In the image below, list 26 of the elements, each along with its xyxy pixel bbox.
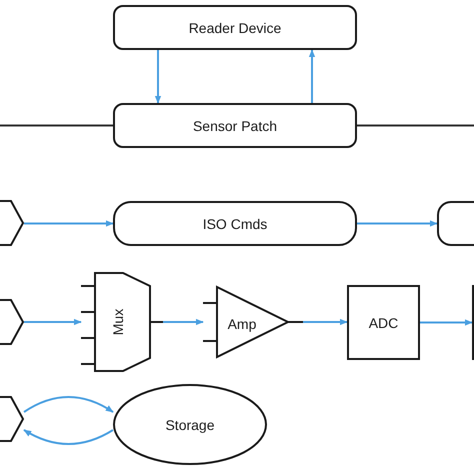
node-label: Amp bbox=[228, 316, 256, 332]
node-label: Mux bbox=[110, 308, 126, 336]
arrow bbox=[24, 318, 82, 326]
rounded-box bbox=[113, 103, 357, 148]
curved-arrow bbox=[23, 429, 114, 445]
arrow bbox=[154, 50, 162, 104]
rounded-box bbox=[113, 201, 357, 246]
connector-line bbox=[357, 124, 474, 126]
node-label: Storage bbox=[165, 416, 215, 432]
arrow bbox=[357, 220, 438, 227]
connector-line bbox=[0, 124, 113, 126]
process-box bbox=[347, 285, 420, 360]
arrow bbox=[420, 319, 473, 326]
rounded-box bbox=[113, 5, 357, 50]
arrow bbox=[303, 318, 348, 326]
amplifier-symbol bbox=[203, 286, 303, 358]
node-label: Sensor Patch bbox=[192, 118, 278, 134]
node-label: Reader Device bbox=[188, 20, 282, 36]
storage-ellipse bbox=[113, 384, 267, 465]
node-label: ADC bbox=[368, 314, 398, 330]
arrow bbox=[24, 220, 114, 227]
arrow bbox=[308, 49, 316, 103]
multiplexer-symbol bbox=[81, 272, 163, 372]
curved-arrow bbox=[23, 396, 114, 413]
node-label: ISO Cmds bbox=[202, 216, 268, 232]
arrow bbox=[163, 318, 204, 326]
